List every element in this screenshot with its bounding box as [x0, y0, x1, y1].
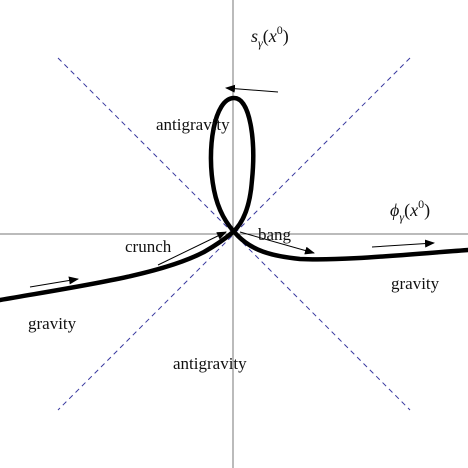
event-label-crunch: crunch — [125, 237, 172, 256]
vertical-axis-label: sγ(x0) — [251, 23, 289, 50]
arrow-crunch — [157, 231, 227, 266]
region-label-antigravity-bottom: antigravity — [173, 354, 247, 373]
event-label-bang: bang — [258, 225, 292, 244]
region-label-gravity-left: gravity — [28, 314, 77, 333]
arrow-loop-top — [225, 84, 279, 93]
arrow-bang — [239, 231, 315, 255]
lightcone-diagonal-rising — [57, 57, 411, 411]
arrow-gravity-left — [29, 276, 79, 288]
trajectory-curve — [0, 95, 468, 303]
region-label-antigravity-top: antigravity — [156, 115, 230, 134]
region-label-gravity-right: gravity — [391, 274, 440, 293]
lightcone-diagonal-falling — [57, 57, 411, 411]
horizontal-axis-label: ϕγ(x0) — [390, 197, 430, 224]
arrow-gravity-right — [371, 239, 435, 248]
